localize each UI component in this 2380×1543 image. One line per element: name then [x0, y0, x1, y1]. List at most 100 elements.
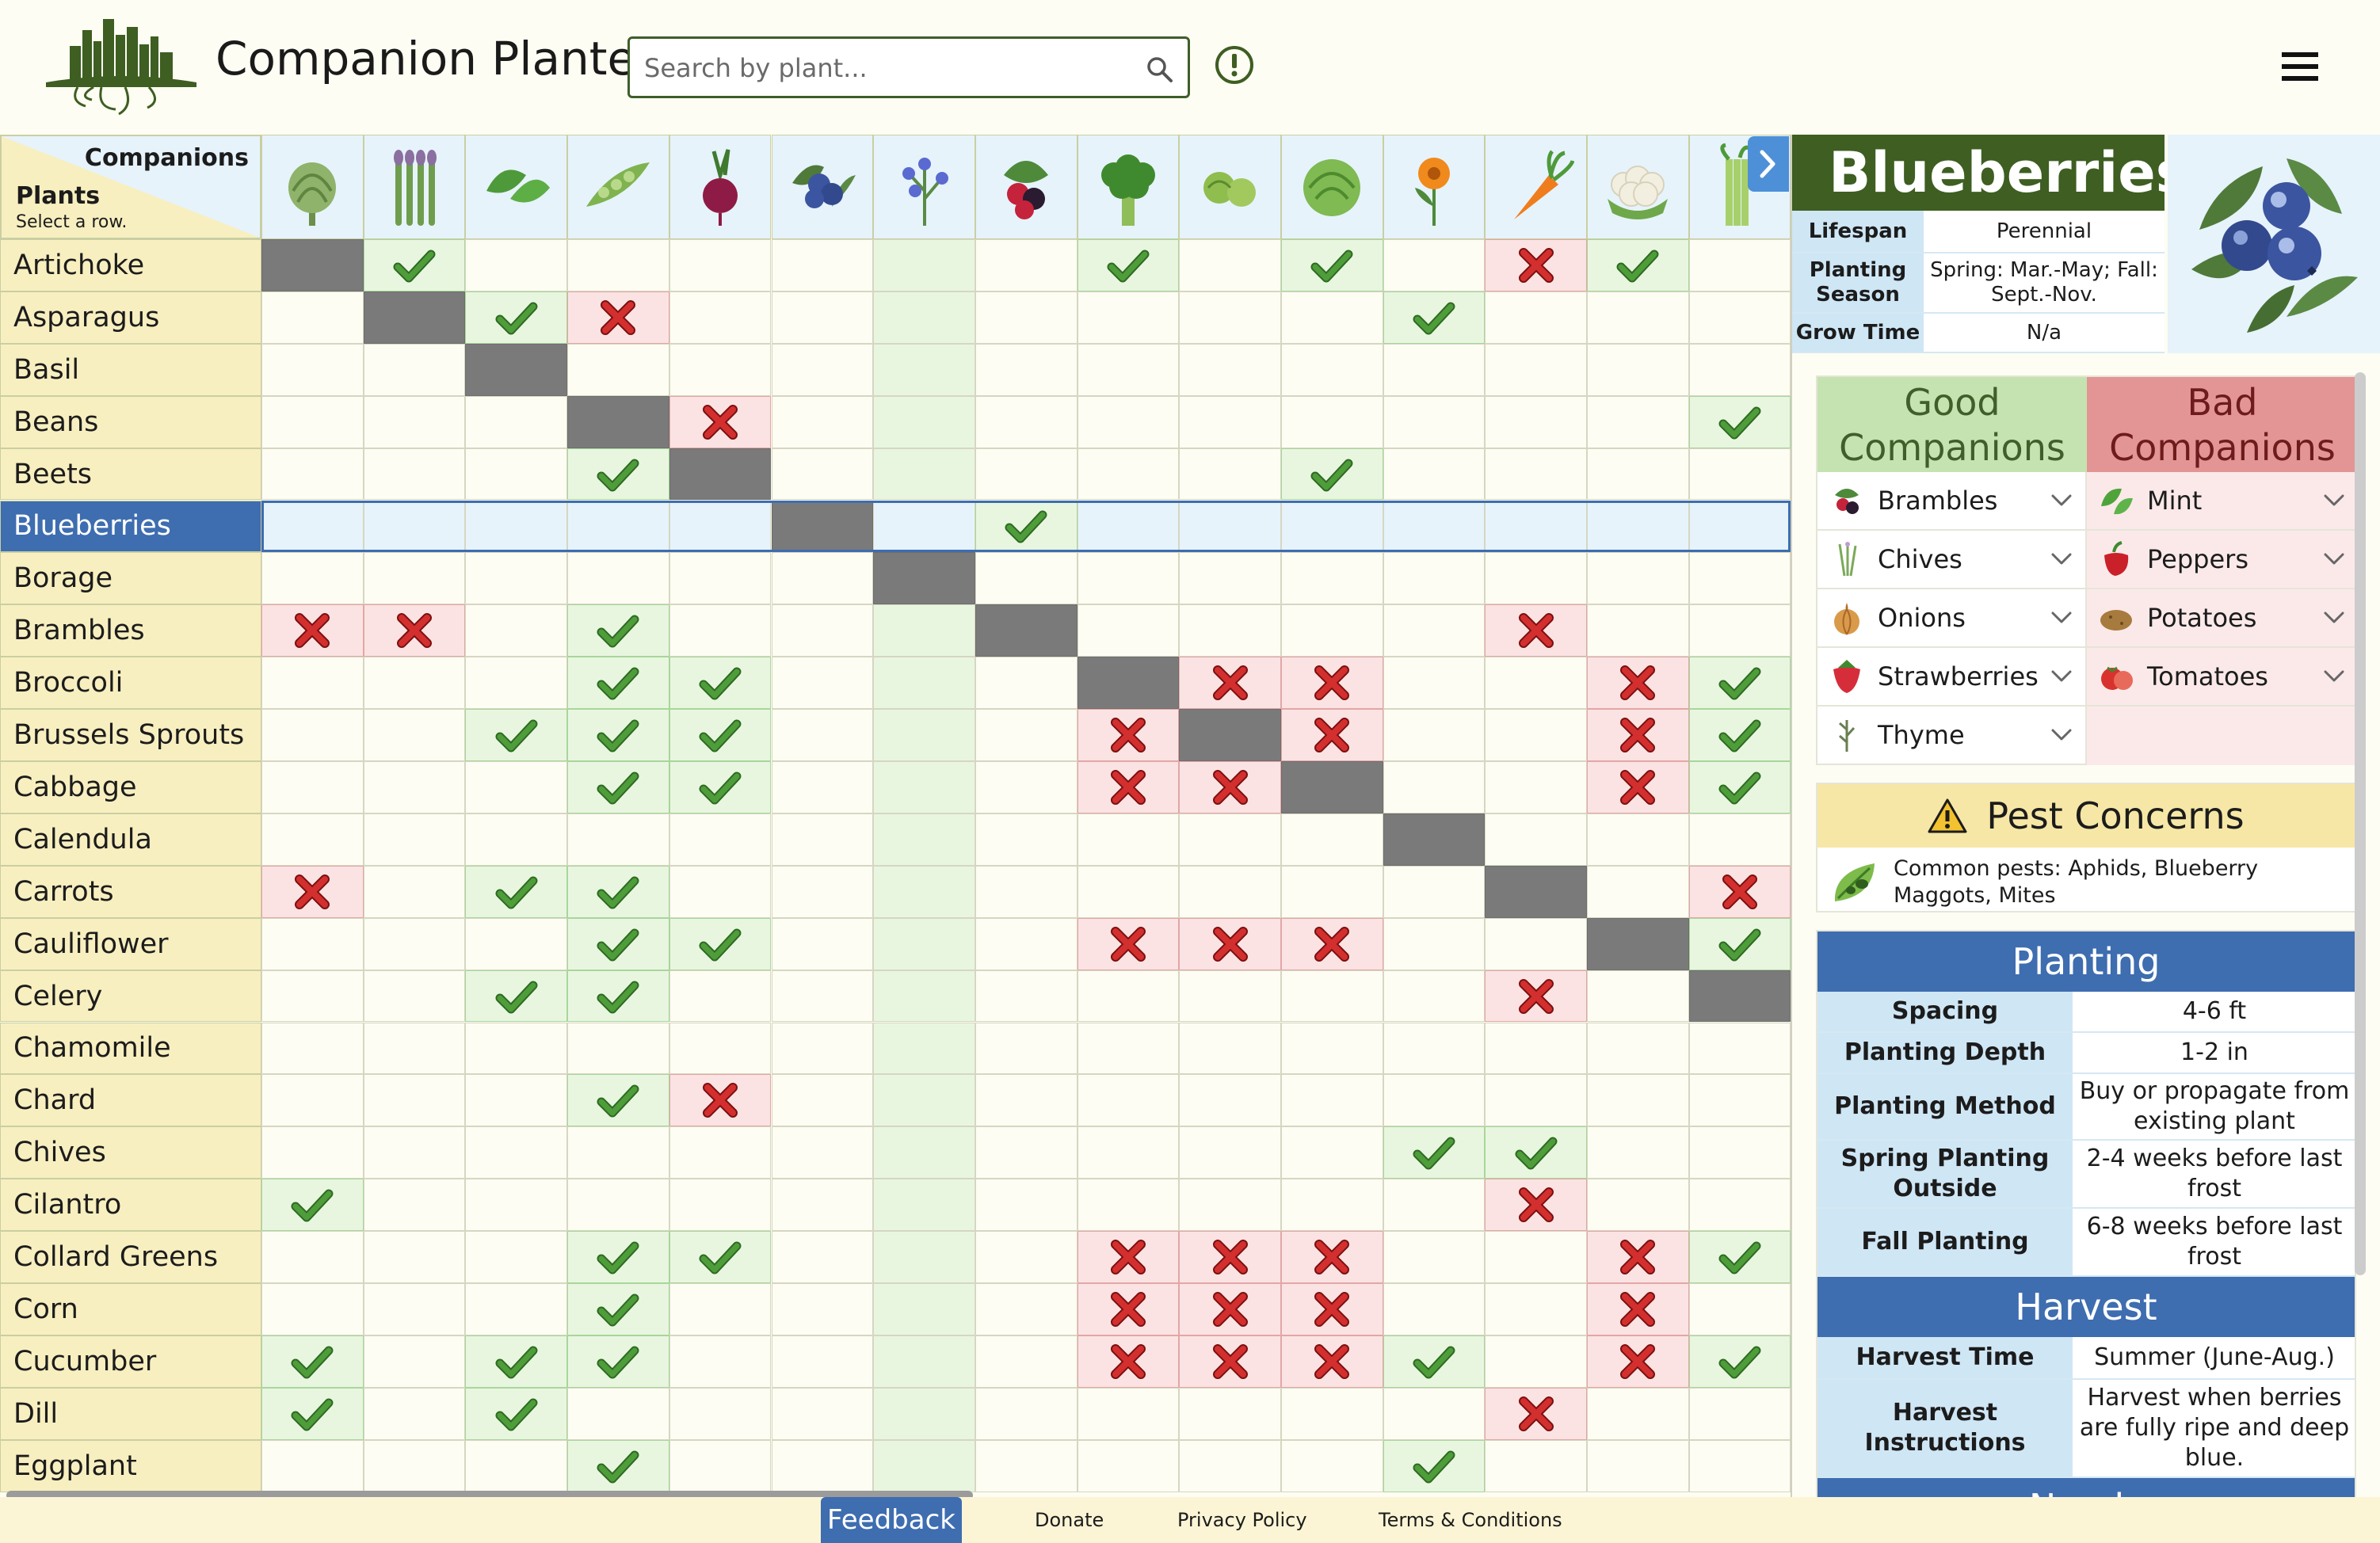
empty-cell[interactable] [1281, 552, 1383, 605]
good-companion-cell[interactable] [1688, 657, 1791, 710]
row-header[interactable]: Asparagus [0, 291, 261, 344]
row-header[interactable]: Calendula [0, 813, 261, 866]
empty-cell[interactable] [567, 1126, 669, 1179]
empty-cell[interactable] [975, 1439, 1077, 1492]
empty-cell[interactable] [1383, 239, 1486, 291]
empty-cell[interactable] [1179, 1074, 1281, 1127]
good-companion-cell[interactable] [669, 709, 772, 761]
empty-cell[interactable] [1077, 970, 1180, 1023]
empty-cell[interactable] [261, 1126, 364, 1179]
empty-cell[interactable] [465, 552, 568, 605]
empty-cell[interactable] [873, 239, 975, 291]
empty-cell[interactable] [975, 291, 1077, 344]
empty-cell[interactable] [1485, 1231, 1588, 1283]
empty-cell[interactable] [873, 657, 975, 710]
row-header[interactable]: Borage [0, 552, 261, 605]
bad-companion-cell[interactable] [1179, 917, 1281, 970]
bad-companion-cell[interactable] [1485, 604, 1588, 657]
empty-cell[interactable] [873, 1179, 975, 1232]
empty-cell[interactable] [363, 1335, 466, 1388]
empty-cell[interactable] [669, 500, 772, 553]
empty-cell[interactable] [771, 1231, 874, 1283]
empty-cell[interactable] [465, 448, 568, 501]
empty-cell[interactable] [363, 1074, 466, 1127]
empty-cell[interactable] [771, 343, 874, 396]
empty-cell[interactable] [771, 865, 874, 918]
column-header[interactable] [669, 135, 772, 239]
empty-cell[interactable] [1688, 1283, 1791, 1335]
self-cell[interactable] [465, 343, 568, 396]
empty-cell[interactable] [465, 604, 568, 657]
row-header[interactable]: Cabbage [0, 761, 261, 813]
empty-cell[interactable] [1485, 500, 1588, 553]
bad-companion-cell[interactable] [1587, 1283, 1689, 1335]
empty-cell[interactable] [873, 917, 975, 970]
empty-cell[interactable] [465, 761, 568, 813]
empty-cell[interactable] [1281, 1387, 1383, 1440]
empty-cell[interactable] [261, 1283, 364, 1335]
good-companion-cell[interactable] [567, 1335, 669, 1388]
empty-cell[interactable] [1383, 709, 1486, 761]
bad-companion-cell[interactable] [1587, 709, 1689, 761]
good-companion-cell[interactable] [1281, 448, 1383, 501]
empty-cell[interactable] [261, 291, 364, 344]
bad-companion-cell[interactable] [1485, 1179, 1588, 1232]
empty-cell[interactable] [261, 552, 364, 605]
empty-cell[interactable] [1179, 1126, 1281, 1179]
empty-cell[interactable] [363, 970, 466, 1023]
empty-cell[interactable] [1077, 1074, 1180, 1127]
bad-companion-cell[interactable] [1587, 1231, 1689, 1283]
good-companion-cell[interactable] [567, 1231, 669, 1283]
empty-cell[interactable] [669, 1179, 772, 1232]
empty-cell[interactable] [1077, 865, 1180, 918]
good-companion-cell[interactable] [465, 291, 568, 344]
empty-cell[interactable] [1077, 500, 1180, 553]
good-companion-cell[interactable] [567, 1074, 669, 1127]
row-header[interactable]: Brambles [0, 604, 261, 657]
good-companion-item[interactable]: Thyme [1817, 707, 2087, 765]
bad-companion-item[interactable]: Peppers [2087, 531, 2358, 589]
good-companion-cell[interactable] [567, 1283, 669, 1335]
empty-cell[interactable] [261, 1231, 364, 1283]
empty-cell[interactable] [975, 1283, 1077, 1335]
empty-cell[interactable] [363, 813, 466, 866]
empty-cell[interactable] [261, 709, 364, 761]
empty-cell[interactable] [1485, 813, 1588, 866]
empty-cell[interactable] [771, 1387, 874, 1440]
empty-cell[interactable] [567, 500, 669, 553]
column-header[interactable] [873, 135, 975, 239]
empty-cell[interactable] [261, 448, 364, 501]
empty-cell[interactable] [873, 1126, 975, 1179]
bad-companion-cell[interactable] [1077, 709, 1180, 761]
empty-cell[interactable] [771, 448, 874, 501]
empty-cell[interactable] [1383, 1283, 1486, 1335]
empty-cell[interactable] [669, 1335, 772, 1388]
good-companion-cell[interactable] [363, 239, 466, 291]
empty-cell[interactable] [873, 1283, 975, 1335]
empty-cell[interactable] [1587, 1179, 1689, 1232]
empty-cell[interactable] [1383, 1179, 1486, 1232]
empty-cell[interactable] [669, 865, 772, 918]
empty-cell[interactable] [873, 1439, 975, 1492]
empty-cell[interactable] [1688, 1126, 1791, 1179]
empty-cell[interactable] [771, 291, 874, 344]
empty-cell[interactable] [771, 604, 874, 657]
empty-cell[interactable] [1281, 1022, 1383, 1075]
good-companion-cell[interactable] [669, 761, 772, 813]
good-companion-cell[interactable] [261, 1335, 364, 1388]
good-companion-item[interactable]: Chives [1817, 531, 2087, 589]
empty-cell[interactable] [363, 917, 466, 970]
empty-cell[interactable] [1587, 1387, 1689, 1440]
self-cell[interactable] [1179, 709, 1281, 761]
empty-cell[interactable] [1179, 1179, 1281, 1232]
empty-cell[interactable] [669, 604, 772, 657]
good-companion-cell[interactable] [261, 1179, 364, 1232]
empty-cell[interactable] [363, 395, 466, 448]
empty-cell[interactable] [567, 1179, 669, 1232]
self-cell[interactable] [1688, 970, 1791, 1023]
empty-cell[interactable] [975, 1179, 1077, 1232]
row-header[interactable]: Dill [0, 1387, 261, 1440]
empty-cell[interactable] [669, 552, 772, 605]
empty-cell[interactable] [771, 239, 874, 291]
feedback-button[interactable]: Feedback [821, 1497, 962, 1543]
